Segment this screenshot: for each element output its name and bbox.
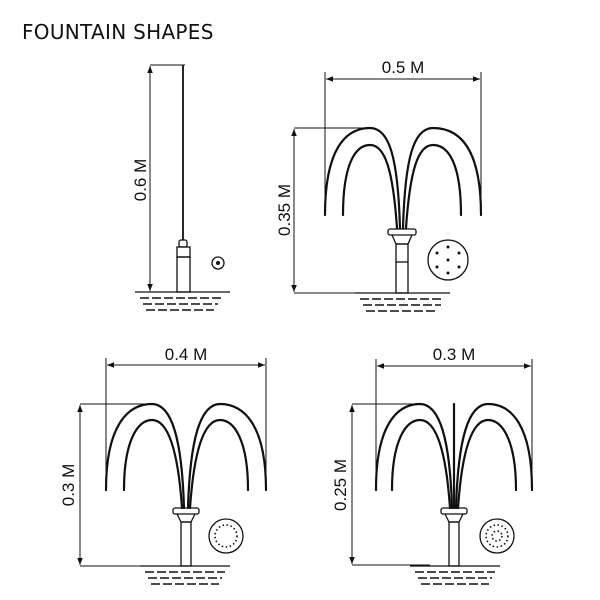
water-surface	[135, 291, 230, 311]
fountain-double-arch-large: 0.5 M 0.35 M	[275, 58, 483, 312]
width-label: 0.3 M	[433, 345, 476, 364]
nozzle-pipe	[395, 243, 409, 294]
nozzle-plan-icon	[211, 256, 225, 270]
page-title: FOUNTAIN SHAPES	[22, 20, 214, 44]
nozzle-plan-icon	[479, 518, 515, 554]
nozzle-collar	[176, 246, 191, 258]
fountain-single-jet: 0.6 M	[131, 64, 230, 311]
height-label: 0.25 M	[331, 459, 350, 511]
height-label: 0.3 M	[59, 464, 78, 507]
water-arcs	[374, 402, 534, 510]
nozzle-plan-icon	[427, 239, 469, 281]
water-arcs	[323, 126, 483, 230]
nozzle-collar	[440, 507, 468, 515]
nozzle-pipe	[180, 521, 192, 567]
nozzle-plan-icon	[208, 518, 244, 554]
height-label: 0.35 M	[275, 184, 294, 236]
nozzle-pipe	[448, 521, 460, 567]
width-label: 0.4 M	[165, 345, 208, 364]
nozzle-tip	[178, 239, 188, 248]
nozzle-collar	[172, 507, 200, 515]
water-surface	[140, 565, 230, 585]
water-surface	[355, 292, 450, 312]
nozzle-pipe	[176, 256, 191, 293]
height-label: 0.6 M	[131, 159, 150, 202]
nozzle-collar	[387, 228, 417, 236]
fountain-triple-arch-small: 0.3 M 0.25 M	[331, 345, 534, 585]
water-surface	[410, 565, 500, 585]
nozzle-taper	[391, 234, 413, 245]
water-arcs	[104, 402, 268, 510]
width-label: 0.5 M	[382, 58, 425, 77]
fountain-double-arch-medium: 0.4 M 0.3 M	[59, 345, 268, 585]
